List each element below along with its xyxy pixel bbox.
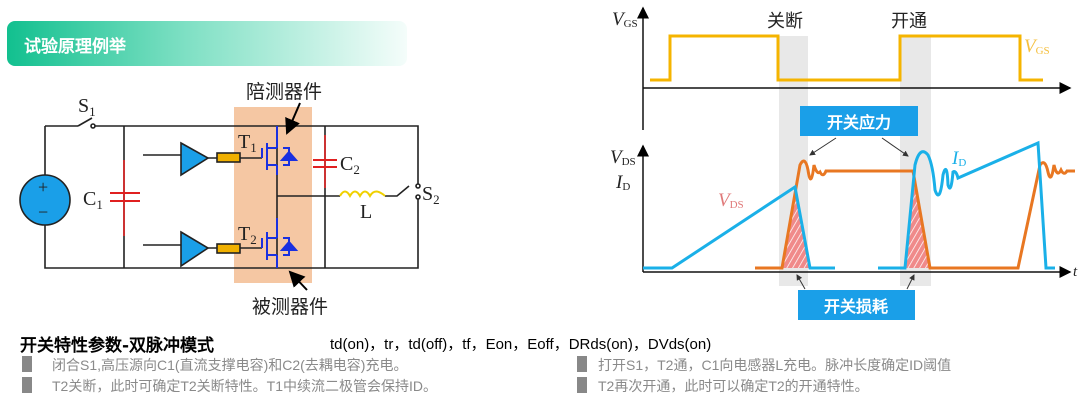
vgs-trace-label: VGS (1024, 36, 1050, 57)
step-4: T2再次开通，此时可以确定T2的开通特性。 (598, 378, 869, 394)
mosfet-t2 (261, 218, 299, 268)
turn-off-label: 关断 (767, 11, 803, 32)
circuit (19, 102, 421, 291)
switching-stress-box (800, 106, 918, 136)
inductor (339, 190, 386, 199)
c2-label: C2 (340, 153, 360, 177)
parameter-list: td(on)，tr，td(off)，tf，Eon，Eoff，DRds(on)，D… (330, 336, 712, 353)
driver-1 (180, 141, 210, 177)
switching-loss-label: 开关损耗 (824, 297, 888, 316)
switching-stress-label: 开关应力 (827, 113, 891, 132)
dut-label: 被测器件 (252, 296, 328, 318)
s2-label: S2 (422, 183, 440, 207)
c1-label: C1 (83, 188, 103, 212)
vds-label: VDS (718, 190, 744, 211)
dut-highlight (234, 107, 312, 283)
driver-2 (180, 230, 210, 268)
s1-label: S1 (78, 95, 96, 119)
t2-label: T2 (238, 223, 257, 247)
id-label: ID (951, 148, 966, 169)
section-header: 试验原理例举 (7, 21, 407, 66)
step-3: T2关断，此时可确定T2关断特性。T1中续流二极管会保持ID。 (52, 378, 438, 394)
switching-loss-box (798, 290, 915, 320)
bullet-marker (577, 356, 587, 372)
voltage-source (19, 174, 71, 226)
l-label: L (360, 201, 372, 223)
step-1: 闭合S1,高压源向C1(直流支撑电容)和C2(去耦电容)充电。 (52, 357, 408, 373)
aux-device-label: 陪测器件 (246, 81, 322, 103)
gate-resistor-2 (216, 243, 241, 254)
bullet-marker (22, 377, 32, 393)
id-axis-label: ID (615, 172, 630, 193)
waveform-diagram: VGS VGS VDS ID VDS ID t 关断 开通 开关应力 开关损耗 (610, 6, 1078, 320)
plus-sign: + (38, 177, 48, 197)
turn-on-label: 开通 (891, 11, 927, 32)
switch-s1 (77, 117, 93, 127)
t1-label: T1 (238, 131, 257, 155)
step-2: 打开S1，T2通，C1向电感器L充电。脉冲长度确定ID阈值 (598, 357, 952, 373)
arrow-dut (288, 270, 308, 291)
t-axis-label: t (1073, 264, 1078, 280)
section-subtitle: 开关特性参数-双脉冲模式 (20, 336, 215, 356)
arrow-aux (285, 102, 301, 135)
loss-area-on (905, 175, 930, 268)
minus-sign: − (38, 202, 48, 222)
vgs-axis-label: VGS (612, 9, 638, 30)
bullet-marker (577, 377, 587, 393)
loss-area-off (782, 190, 810, 268)
gate-resistor-1 (216, 152, 241, 163)
id-trace (643, 140, 1055, 270)
mosfet-t1 (261, 126, 299, 175)
bullet-marker (22, 356, 32, 372)
section-title: 试验原理例举 (24, 37, 126, 57)
vds-axis-label: VDS (610, 147, 636, 168)
vgs-trace (650, 34, 1043, 82)
